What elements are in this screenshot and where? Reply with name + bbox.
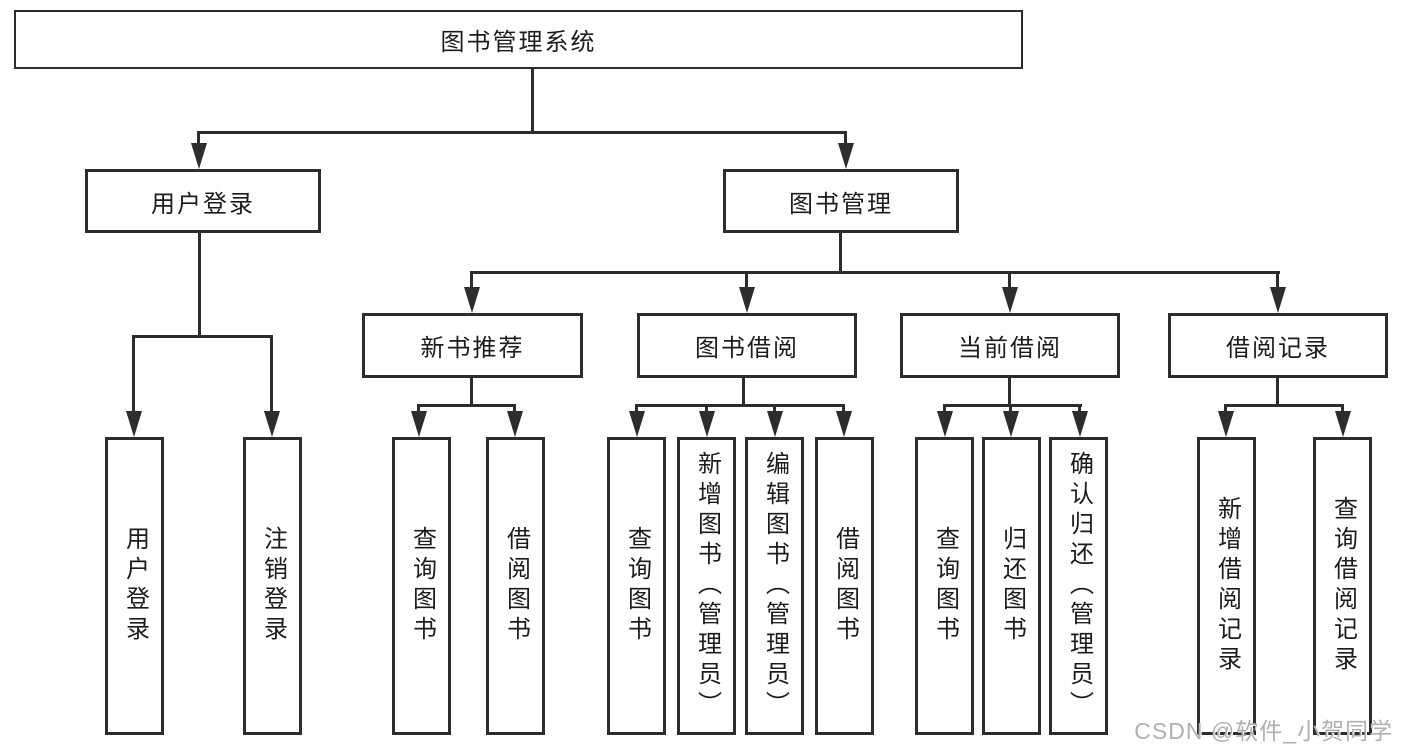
connector-line bbox=[1276, 378, 1279, 406]
root-box: 图书管理系统 bbox=[14, 10, 1023, 69]
connector-line bbox=[1276, 273, 1279, 289]
arrow-down-icon bbox=[464, 287, 480, 313]
connector-line bbox=[198, 233, 201, 337]
arrow-down-icon bbox=[629, 411, 645, 437]
connector-line bbox=[742, 378, 745, 406]
connector-line bbox=[844, 133, 847, 149]
leaf-br-add-record: 新增借阅记录 bbox=[1197, 437, 1256, 735]
leaf-nb-borrow-books: 借阅图书 bbox=[486, 437, 545, 735]
user-login-box: 用户登录 bbox=[85, 169, 321, 233]
current-borrow-box: 当前借阅 bbox=[900, 313, 1120, 378]
arrow-down-icon bbox=[937, 411, 953, 437]
arrow-down-icon bbox=[1002, 287, 1018, 313]
leaf-user-login: 用户登录 bbox=[105, 437, 164, 735]
leaf-cb-query-books: 查询图书 bbox=[915, 437, 974, 735]
connector-line bbox=[531, 69, 534, 133]
connector-line bbox=[1008, 273, 1011, 289]
book-borrow-box: 图书借阅 bbox=[637, 313, 857, 378]
leaf-bb-edit-books: 编辑图书（管理员） bbox=[745, 437, 804, 735]
connector-line bbox=[1008, 378, 1011, 406]
borrow-records-box: 借阅记录 bbox=[1168, 313, 1388, 378]
connector-line bbox=[1224, 404, 1344, 407]
leaf-br-query-record: 查询借阅记录 bbox=[1313, 437, 1372, 735]
arrow-down-icon bbox=[767, 411, 783, 437]
new-book-recommend-box: 新书推荐 bbox=[362, 313, 583, 378]
arrow-down-icon bbox=[699, 411, 715, 437]
watermark: CSDN @软件_小贺同学 bbox=[1134, 718, 1393, 744]
leaf-bb-add-books: 新增图书（管理员） bbox=[677, 437, 736, 735]
arrow-down-icon bbox=[191, 143, 207, 169]
leaf-logout: 注销登录 bbox=[243, 437, 302, 735]
arrow-down-icon bbox=[1218, 411, 1234, 437]
leaf-cb-confirm-return: 确认归还（管理员） bbox=[1049, 437, 1108, 735]
arrow-down-icon bbox=[739, 287, 755, 313]
arrow-down-icon bbox=[1003, 411, 1019, 437]
connector-line bbox=[470, 271, 1280, 274]
connector-line bbox=[943, 404, 1082, 407]
connector-line bbox=[745, 273, 748, 289]
arrow-down-icon bbox=[264, 411, 280, 437]
arrow-down-icon bbox=[1335, 411, 1351, 437]
connector-line bbox=[417, 404, 516, 407]
connector-line bbox=[839, 233, 842, 273]
arrow-down-icon bbox=[1270, 287, 1286, 313]
connector-line bbox=[197, 131, 847, 134]
arrow-down-icon bbox=[507, 411, 523, 437]
connector-line bbox=[470, 378, 473, 406]
arrow-down-icon bbox=[126, 411, 142, 437]
connector-line bbox=[470, 273, 473, 289]
connector-line bbox=[132, 337, 135, 417]
connector-line bbox=[270, 337, 273, 417]
leaf-cb-return-books: 归还图书 bbox=[982, 437, 1041, 735]
arrow-down-icon bbox=[411, 411, 427, 437]
leaf-nb-query-books: 查询图书 bbox=[392, 437, 451, 735]
connector-line bbox=[197, 133, 200, 149]
book-management-box: 图书管理 bbox=[723, 169, 959, 233]
arrow-down-icon bbox=[836, 411, 852, 437]
connector-line bbox=[635, 404, 845, 407]
leaf-bb-query-books: 查询图书 bbox=[607, 437, 666, 735]
arrow-down-icon bbox=[838, 143, 854, 169]
connector-line bbox=[132, 335, 273, 338]
arrow-down-icon bbox=[1072, 411, 1088, 437]
leaf-bb-borrow-books: 借阅图书 bbox=[815, 437, 874, 735]
